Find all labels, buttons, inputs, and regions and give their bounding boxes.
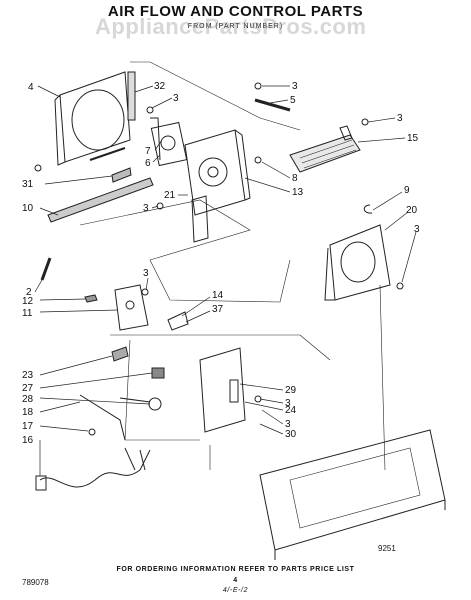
callout-20: 20 — [406, 205, 418, 216]
part-2 — [40, 257, 52, 281]
part-switch-bracket — [84, 284, 149, 331]
callout-37: 37 — [212, 304, 224, 315]
callout-3: 3 — [173, 93, 179, 104]
callout-12: 12 — [22, 296, 34, 307]
part-heater — [289, 125, 361, 173]
figure-number: 9251 — [378, 544, 396, 553]
callout-23: 23 — [22, 370, 34, 381]
callout-32: 32 — [154, 81, 166, 92]
page-title: AIR FLOW AND CONTROL PARTS — [107, 3, 364, 20]
part-shaft — [254, 98, 291, 112]
callout-13: 13 — [292, 187, 304, 198]
part-18 — [79, 394, 126, 441]
part-shroud — [54, 71, 131, 166]
part-knob — [167, 311, 189, 331]
part-thermostat — [119, 397, 162, 411]
callout-24: 24 — [285, 405, 297, 416]
callout-28: 28 — [22, 394, 34, 405]
ordering-instruction: FOR ORDERING INFORMATION REFER TO PARTS … — [116, 566, 355, 573]
watermark: AppliancePartsPros.com — [95, 14, 367, 39]
part-control-box — [199, 347, 246, 433]
guide-lines — [79, 61, 386, 471]
callout-3: 3 — [292, 81, 298, 92]
callout-16: 16 — [22, 435, 34, 446]
part-clip — [363, 204, 373, 214]
callout-3: 3 — [285, 419, 291, 430]
callout-10: 10 — [22, 203, 34, 214]
callout-9: 9 — [404, 185, 410, 196]
callout-3: 3 — [397, 113, 403, 124]
part-23 — [111, 346, 129, 362]
screws — [34, 82, 404, 436]
part-base-pan — [259, 429, 446, 560]
document-number: 789078 — [22, 578, 49, 587]
callout-5: 5 — [290, 95, 296, 106]
leader-lines — [34, 85, 417, 476]
callout-3: 3 — [285, 398, 291, 409]
callout-17: 17 — [22, 421, 34, 432]
callout-11: 11 — [22, 308, 33, 319]
callout-7: 7 — [145, 146, 151, 157]
part-grille — [324, 224, 391, 301]
callout-15: 15 — [407, 133, 419, 144]
callout-29: 29 — [285, 385, 297, 396]
part-8 — [254, 156, 262, 164]
part-power-cord — [35, 447, 151, 491]
part-motor-bracket — [150, 117, 188, 167]
callout-2: 2 — [26, 287, 32, 298]
callout-14: 14 — [212, 290, 224, 301]
page-number: 4 — [233, 577, 238, 584]
callout-6: 6 — [145, 158, 151, 169]
part-27 — [151, 367, 165, 379]
callout-31: 31 — [22, 179, 34, 190]
callout-labels: 4 32 3 3 5 3 15 7 6 31 10 8 13 21 3 9 20… — [22, 81, 420, 446]
part-foam-strip — [47, 177, 154, 223]
date-code: 4/-E-/2 — [222, 587, 249, 594]
part-31 — [111, 167, 132, 183]
callout-27: 27 — [22, 383, 34, 394]
callout-3: 3 — [414, 224, 420, 235]
part-seal-strip — [127, 71, 136, 121]
callout-4: 4 — [28, 82, 34, 93]
callout-18: 18 — [22, 407, 34, 418]
callout-30: 30 — [285, 429, 297, 440]
callout-21: 21 — [164, 190, 176, 201]
callout-8: 8 — [292, 173, 298, 184]
callout-3: 3 — [143, 268, 149, 279]
callout-3: 3 — [143, 203, 149, 214]
page-subtitle: FROM (PART NUMBER) — [187, 23, 284, 30]
part-fan-housing — [184, 129, 251, 243]
